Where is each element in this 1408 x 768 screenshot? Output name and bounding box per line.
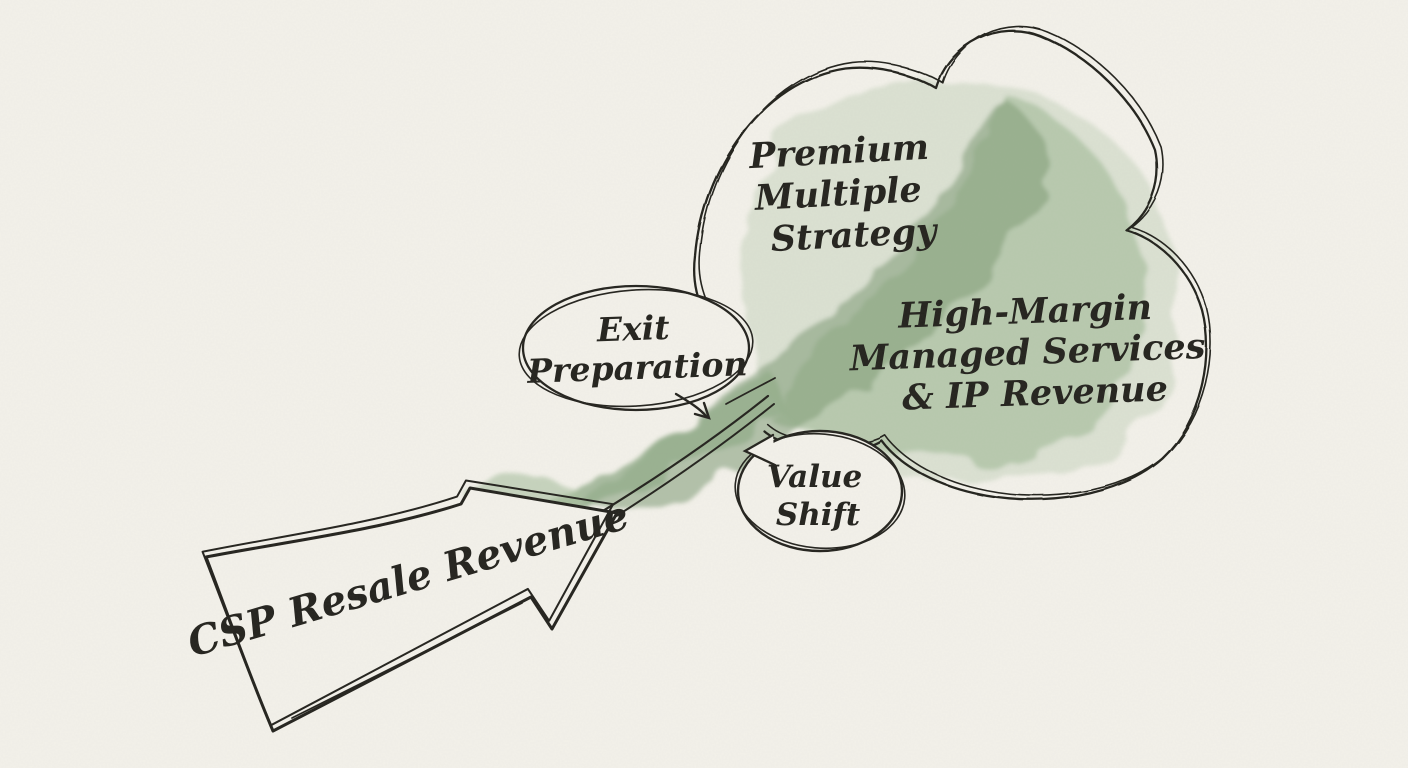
cloud-label-premium: Premium Multiple Strategy <box>747 126 946 261</box>
exit-line-1: Exit <box>595 308 670 350</box>
value-line-2: Shift <box>776 497 861 533</box>
value-line-1: Value <box>767 459 862 495</box>
exit-line-2: Preparation <box>526 344 748 391</box>
cloud-label-services: High-Margin Managed Services & IP Revenu… <box>847 285 1220 421</box>
premium-line-2: Multiple <box>753 169 923 219</box>
